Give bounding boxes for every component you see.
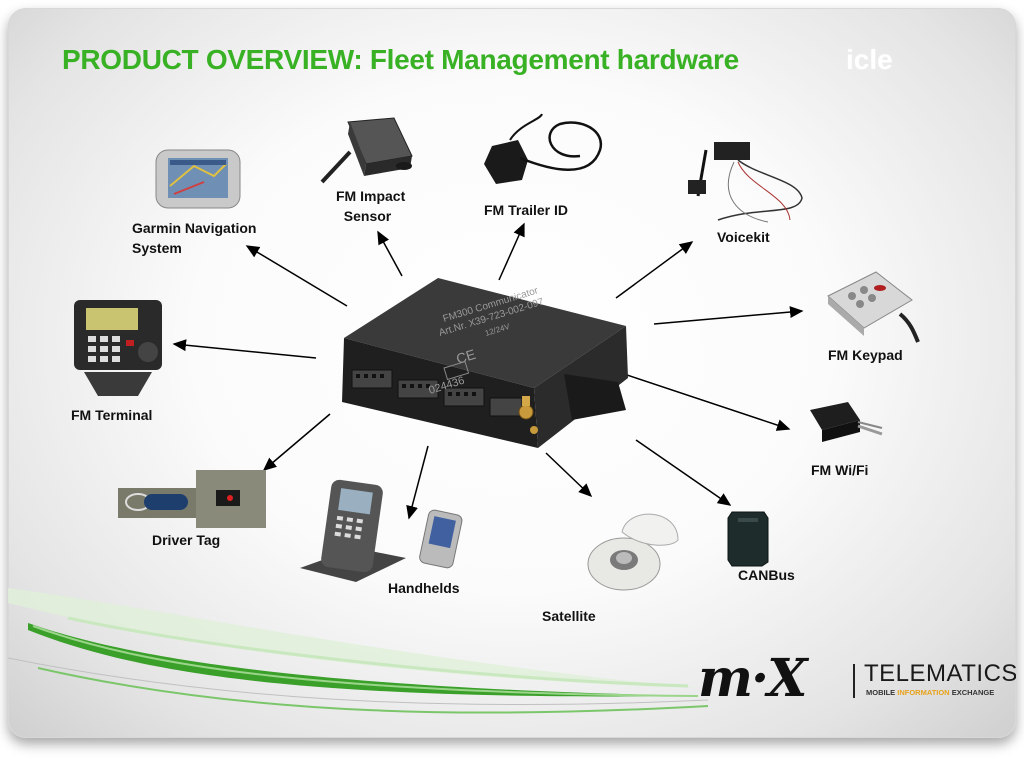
logo-tagline-pre: MOBILE bbox=[866, 688, 898, 697]
arrow-canbus bbox=[635, 439, 732, 506]
trailer-id-icon bbox=[484, 113, 603, 184]
keypad-icon bbox=[827, 271, 920, 343]
logo-tagline-post: EXCHANGE bbox=[949, 688, 995, 697]
decorative-swoosh bbox=[8, 588, 709, 714]
canbus-module-icon bbox=[727, 511, 769, 567]
label-drivertag: Driver Tag bbox=[152, 532, 221, 548]
wifi-module-icon bbox=[810, 402, 883, 442]
label-trailer: FM Trailer ID bbox=[484, 202, 569, 218]
arrow-voicekit bbox=[615, 241, 694, 299]
label-impact: FM Impact Sensor bbox=[336, 188, 406, 224]
driver-tag-icon bbox=[118, 470, 266, 528]
gps-navigator-icon bbox=[155, 149, 241, 209]
voicekit-icon bbox=[688, 142, 803, 223]
logo-tagline: MOBILE INFORMATION EXCHANGE bbox=[866, 688, 994, 697]
handheld-icon bbox=[300, 479, 463, 582]
label-handhelds: Handhelds bbox=[388, 580, 460, 596]
arrow-impact bbox=[377, 230, 403, 277]
mix-logo: m·X bbox=[698, 648, 807, 709]
page-title: PRODUCT OVERVIEW: Fleet Management hardw… bbox=[62, 44, 739, 75]
connection-arrows bbox=[172, 222, 804, 520]
arrow-wifi bbox=[623, 373, 791, 431]
satellite-antenna-icon bbox=[587, 513, 679, 591]
label-canbus: CANBus bbox=[738, 567, 795, 583]
label-keypad: FM Keypad bbox=[828, 347, 903, 363]
arrow-handhelds bbox=[406, 445, 429, 520]
fm300-communicator: FM300 Communicator Art.Nr. X39-723-002-0… bbox=[342, 278, 628, 448]
logo-tagline-highlight: INFORMATION bbox=[897, 688, 950, 697]
label-wifi: FM Wi/Fi bbox=[811, 462, 869, 478]
logo-telematics: TELEMATICS bbox=[864, 660, 1016, 687]
arrow-satellite bbox=[545, 452, 593, 498]
slide: PRODUCT OVERVIEW: Fleet Management hardw… bbox=[8, 8, 1016, 738]
arrow-trailer bbox=[498, 222, 525, 281]
arrow-keypad bbox=[653, 306, 804, 325]
logo-divider bbox=[853, 664, 855, 698]
impact-sensor-icon bbox=[320, 117, 413, 184]
arrow-drivertag bbox=[262, 413, 331, 471]
label-satellite: Satellite bbox=[542, 608, 596, 624]
label-terminal: FM Terminal bbox=[71, 407, 153, 423]
label-garmin: Garmin Navigation System bbox=[132, 220, 257, 256]
device-print-ce: CE bbox=[454, 346, 477, 367]
label-voicekit: Voicekit bbox=[717, 229, 770, 245]
terminal-icon bbox=[74, 300, 162, 396]
arrow-terminal bbox=[172, 339, 317, 359]
arrow-garmin bbox=[245, 245, 348, 307]
title-fragment: icle bbox=[846, 44, 893, 75]
